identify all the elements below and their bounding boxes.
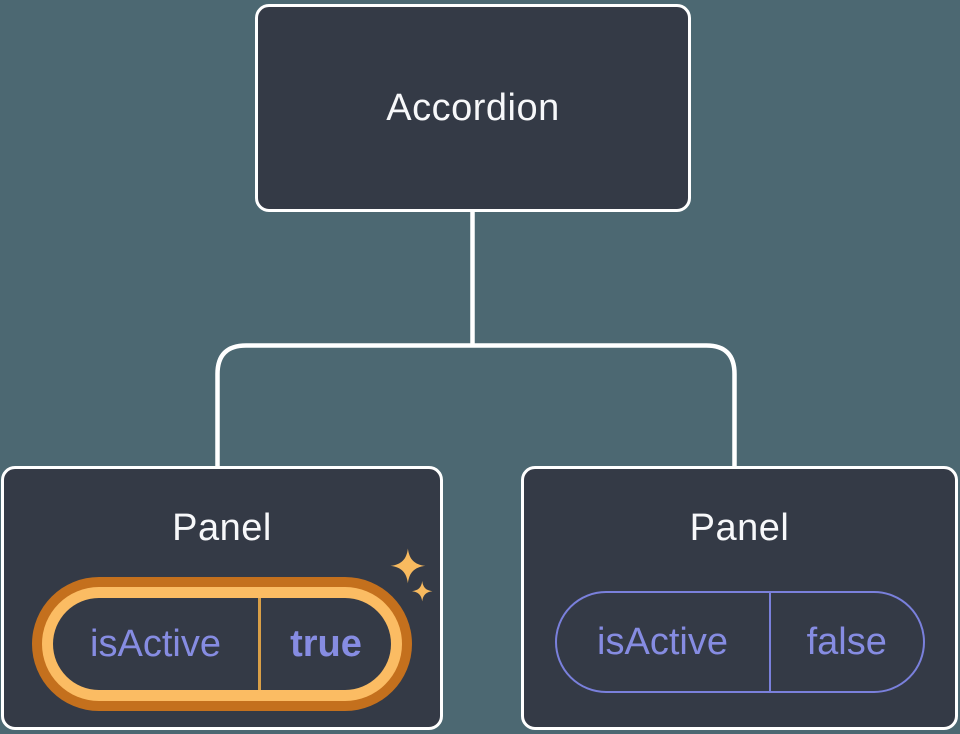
node-accordion-label: Accordion [386, 87, 560, 129]
node-panel-active-label: Panel [172, 507, 272, 549]
state-prop-name: isActive [90, 622, 221, 665]
state-pill-inactive: isActive false [554, 591, 925, 693]
node-panel-inactive-label: Panel [689, 507, 790, 549]
state-pill-active: isActive true [32, 577, 412, 711]
node-panel-inactive: Panel isActive false [521, 466, 958, 730]
sparkle-icon [390, 548, 433, 602]
pill-divider [258, 598, 261, 690]
node-accordion: Accordion [255, 4, 691, 212]
pill-divider [768, 593, 771, 691]
state-prop-value: false [806, 620, 887, 663]
state-prop-name: isActive [597, 620, 728, 663]
node-panel-active: Panel isActive true [1, 466, 443, 730]
state-prop-value: true [290, 622, 362, 665]
